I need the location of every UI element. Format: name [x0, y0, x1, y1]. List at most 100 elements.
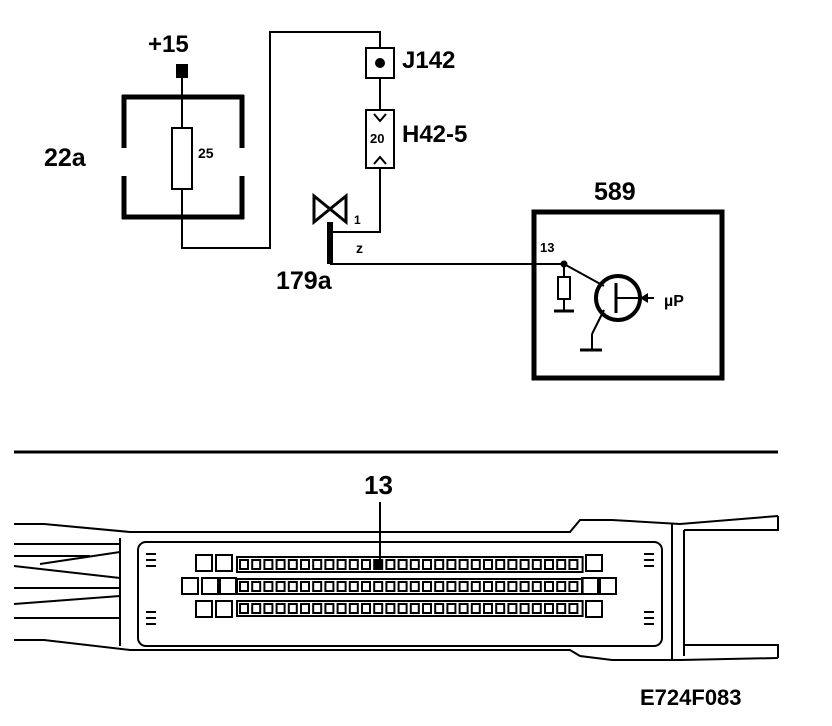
- small-pin: [519, 559, 530, 570]
- switch-pin-label: 1: [354, 213, 361, 227]
- small-pin: [519, 603, 530, 614]
- small-pin: [385, 581, 396, 592]
- h42-label: H42-5: [402, 121, 467, 148]
- pin-row-frame: [236, 600, 584, 617]
- switch-label: 179a: [276, 267, 333, 295]
- small-pin: [287, 559, 298, 570]
- small-pin: [507, 559, 518, 570]
- fuse-to-j142-wire: [181, 31, 381, 249]
- small-pin: [239, 559, 249, 570]
- small-pin: [470, 603, 481, 614]
- small-pin: [409, 581, 420, 592]
- large-pin: [585, 554, 603, 572]
- small-pin: [239, 603, 249, 614]
- small-pin: [422, 603, 432, 614]
- large-pin: [585, 600, 603, 618]
- small-pin: [312, 581, 323, 592]
- small-pin: [385, 559, 396, 570]
- small-pin: [568, 581, 579, 592]
- small-pin: [507, 581, 518, 592]
- h42-value: 20: [370, 131, 384, 146]
- small-pin: [422, 559, 432, 570]
- small-pin: [263, 559, 274, 570]
- small-pin: [458, 581, 469, 592]
- small-pin: [446, 559, 457, 570]
- pin-13: [373, 559, 384, 570]
- small-pin: [397, 581, 408, 592]
- transistor-collector-lead: [563, 263, 605, 287]
- small-pin: [397, 603, 408, 614]
- switch-to-ecu-wire: [330, 263, 565, 277]
- transistor-emitter-lead: [591, 309, 605, 335]
- small-pin: [397, 559, 408, 570]
- figure-id: E724F083: [640, 685, 742, 710]
- large-pin: [219, 577, 237, 595]
- fuse-box-label: 22a: [44, 144, 87, 172]
- supply-terminal: [176, 64, 188, 78]
- small-pin: [568, 603, 579, 614]
- small-pin: [287, 581, 298, 592]
- ecu-box: [531, 209, 725, 381]
- small-pin: [251, 603, 262, 614]
- small-pin: [275, 581, 286, 592]
- small-pin: [556, 581, 567, 592]
- small-pin: [495, 603, 506, 614]
- j142-label: J142: [402, 47, 455, 74]
- small-pin: [483, 581, 493, 592]
- wire-label: z: [356, 240, 363, 256]
- small-pin: [458, 603, 469, 614]
- large-pin: [599, 577, 617, 595]
- small-pin: [348, 559, 359, 570]
- small-pin: [531, 559, 542, 570]
- small-pin: [324, 603, 335, 614]
- large-pin: [195, 554, 213, 572]
- small-pin: [483, 603, 493, 614]
- input-arrow: [640, 293, 648, 303]
- small-pin: [324, 559, 335, 570]
- small-pin: [251, 581, 262, 592]
- small-pin: [300, 559, 310, 570]
- small-pin: [568, 559, 579, 570]
- small-pin: [275, 559, 286, 570]
- pin-row-frame: [236, 556, 584, 573]
- small-pin: [519, 581, 530, 592]
- small-pin: [385, 603, 396, 614]
- small-pin: [544, 603, 554, 614]
- fuse-element: [171, 127, 193, 190]
- small-pin: [361, 559, 371, 570]
- small-pin: [434, 603, 445, 614]
- ecu-input-label: µP: [664, 293, 684, 310]
- small-pin: [373, 581, 384, 592]
- h42-top-pin: [373, 113, 387, 123]
- h42-to-switch-wire: [330, 168, 381, 233]
- pin-row-frame: [236, 578, 584, 595]
- small-pin: [361, 581, 371, 592]
- small-pin: [336, 603, 347, 614]
- ecu-label: 589: [594, 178, 636, 206]
- connector-housing: [13, 515, 779, 661]
- small-pin: [409, 603, 420, 614]
- small-pin: [336, 581, 347, 592]
- small-pin: [544, 581, 554, 592]
- small-pin: [470, 581, 481, 592]
- h42-bottom-pin: [373, 155, 387, 165]
- j142-pin: [375, 58, 385, 68]
- small-pin: [544, 559, 554, 570]
- small-pin: [275, 603, 286, 614]
- small-pin: [556, 559, 567, 570]
- small-pin: [434, 559, 445, 570]
- large-pin: [195, 600, 213, 618]
- large-pin: [201, 577, 219, 595]
- large-pin: [581, 577, 599, 595]
- small-pin: [348, 603, 359, 614]
- small-pin: [361, 603, 371, 614]
- small-pin: [263, 581, 274, 592]
- large-pin: [215, 554, 233, 572]
- small-pin: [556, 603, 567, 614]
- fuse-value: 25: [198, 145, 214, 161]
- small-pin: [312, 603, 323, 614]
- small-pin: [531, 581, 542, 592]
- small-pin: [446, 581, 457, 592]
- small-pin: [495, 559, 506, 570]
